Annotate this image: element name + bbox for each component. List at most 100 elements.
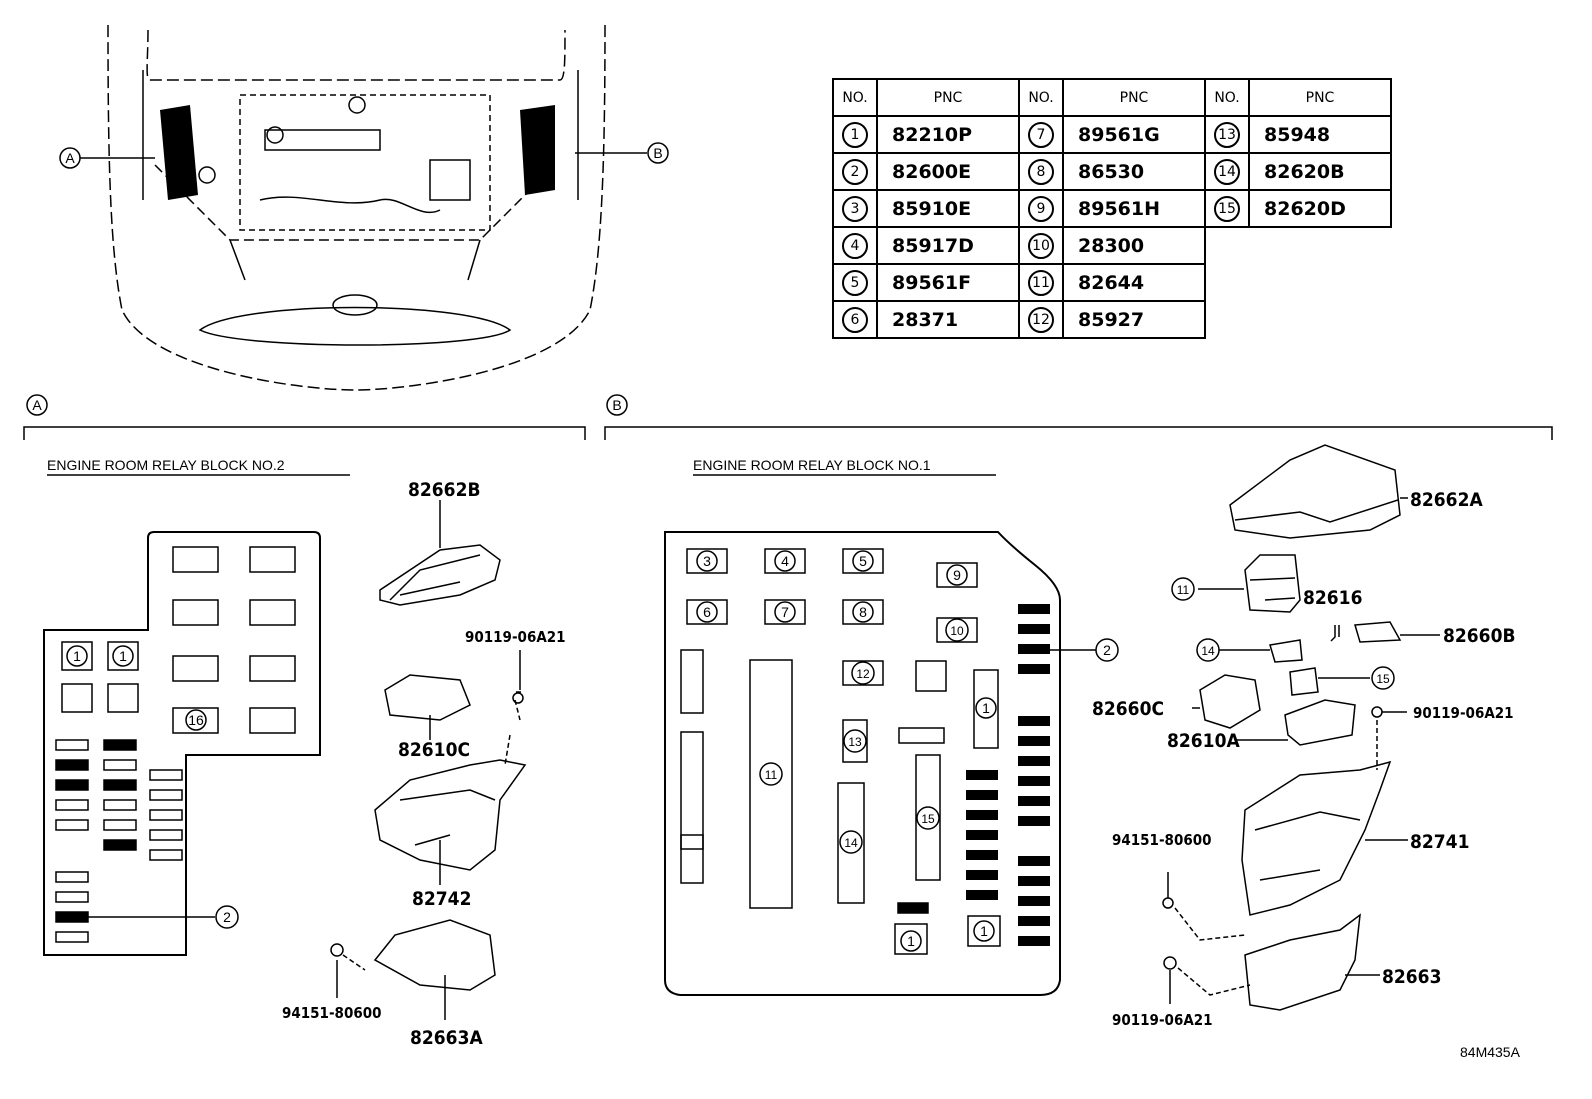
section-b-label: B: [612, 397, 621, 413]
pnc-cell: 82600E: [876, 152, 1020, 191]
block-b-circle: [696, 550, 718, 572]
pnc-cell: 85917D: [876, 226, 1020, 265]
part-drawings-a: [330, 500, 527, 1020]
part-circle-label: 11: [1177, 583, 1190, 597]
pnc-cell: 85948: [1248, 115, 1392, 154]
row-number: 14: [1214, 158, 1240, 185]
block-b-label: 12: [856, 667, 870, 681]
part-label: 90119-06A21: [465, 628, 566, 646]
block-b-circle: [843, 729, 867, 753]
block-b-circle: [900, 930, 922, 952]
row-number: 2: [842, 158, 868, 185]
pnc-cell: 28300: [1062, 226, 1206, 265]
block-b-circle: [759, 762, 783, 786]
pnc-cell: 89561H: [1062, 189, 1206, 228]
table-row: 6 28371 12 85927: [832, 300, 1391, 339]
row-number: 8: [1028, 158, 1054, 185]
part-label: 82742: [412, 888, 471, 910]
table-header-pnc: PNC: [876, 78, 1020, 117]
table-row: 5 89561F 11 82644: [832, 263, 1391, 302]
pnc-cell: 86530: [1062, 152, 1206, 191]
table-header-pnc: PNC: [1062, 78, 1206, 117]
table-row: 1 82210P 7 89561G 13 85948: [832, 115, 1392, 154]
block-b-label: 15: [921, 812, 935, 826]
row-number: 9: [1028, 195, 1054, 222]
part-label: 82741: [1410, 831, 1469, 853]
block-a-circle: [185, 709, 207, 731]
block-a-label: 16: [188, 712, 204, 728]
block-b-label: 14: [844, 836, 858, 850]
section-b-title: ENGINE ROOM RELAY BLOCK NO.1: [693, 457, 931, 473]
row-number: 7: [1028, 121, 1054, 148]
part-label: 90119-06A21: [1413, 704, 1514, 722]
block-b-circle: [916, 806, 940, 830]
block-b-circle: [852, 550, 874, 572]
row-number: 3: [842, 195, 868, 222]
pnc-cell: 89561G: [1062, 115, 1206, 154]
block-b-label: 13: [848, 735, 862, 749]
section-a-bracket: [23, 426, 586, 440]
block-b-circle: [946, 564, 968, 586]
callout-b-circle: [647, 142, 669, 164]
block-a-circle: [112, 645, 134, 667]
pnc-cell: 28371: [876, 300, 1020, 339]
row-number: 11: [1028, 269, 1054, 296]
pnc-cell: 85927: [1062, 300, 1206, 339]
part-label: 82610C: [398, 739, 470, 761]
pnc-cell: 82210P: [876, 115, 1020, 154]
block-b-circle: [774, 550, 796, 572]
pnc-cell: 82620B: [1248, 152, 1392, 191]
block-a-label: 1: [73, 648, 81, 664]
block-b-label: 3: [703, 553, 711, 569]
callout-a-circle: [59, 147, 81, 169]
figure-code: 84M435A: [1460, 1044, 1521, 1060]
block-b-circle: [1095, 638, 1119, 662]
part-label: 82616: [1303, 587, 1362, 609]
block-b-circle: [973, 920, 995, 942]
section-a-label: A: [32, 397, 42, 413]
section-a-circle: [26, 394, 48, 416]
callout-b-label: B: [653, 145, 662, 161]
row-number: 13: [1214, 121, 1240, 148]
part-label: 94151-80600: [1112, 831, 1212, 849]
pnc-cell: 89561F: [876, 263, 1020, 302]
car-overview: [107, 24, 606, 391]
row-number: 5: [842, 269, 868, 296]
part-label: 82663A: [410, 1027, 483, 1049]
block-b-circle: [851, 661, 875, 685]
block-b-label: 6: [703, 604, 711, 620]
part-drawings-b: [1162, 444, 1440, 1011]
block-b-label: 5: [859, 553, 867, 569]
part-label: 82663: [1382, 966, 1441, 988]
block-b-circle: [975, 697, 997, 719]
part-label: 82660C: [1092, 698, 1164, 720]
row-number: 12: [1028, 306, 1054, 333]
part-circle: [1171, 577, 1195, 601]
fuse-column-b: [966, 604, 1050, 946]
section-b-bracket: [604, 426, 1553, 440]
relay-block-no2: [43, 531, 321, 956]
pnc-cell: 85910E: [876, 189, 1020, 228]
block-b-label: 2: [1103, 642, 1111, 658]
block-b-label: 9: [953, 567, 961, 583]
row-number: 1: [842, 121, 868, 148]
table-row: 4 85917D 10 28300: [832, 226, 1391, 265]
block-b-label: 10: [950, 624, 964, 638]
table-header-no: NO.: [1204, 78, 1250, 117]
pnc-cell: 82644: [1062, 263, 1206, 302]
part-label: 90119-06A21: [1112, 1011, 1213, 1029]
row-number: 6: [842, 306, 868, 333]
part-label: 94151-80600: [282, 1004, 382, 1022]
row-number: 4: [842, 232, 868, 259]
part-circle-label: 15: [1376, 672, 1390, 686]
block-b-label: 1: [980, 923, 988, 939]
table-header-row: NO. PNC NO. PNC NO. PNC: [832, 78, 1392, 117]
block-a-circle: [66, 645, 88, 667]
relay-block-no1: [664, 531, 1061, 996]
pnc-table: NO. PNC NO. PNC NO. PNC 1 82210P 7 89561…: [832, 78, 1392, 339]
block-b-circle: [839, 830, 863, 854]
part-label: 82660B: [1443, 625, 1516, 647]
block-a-label: 2: [223, 909, 231, 925]
part-label: 82610A: [1167, 730, 1240, 752]
